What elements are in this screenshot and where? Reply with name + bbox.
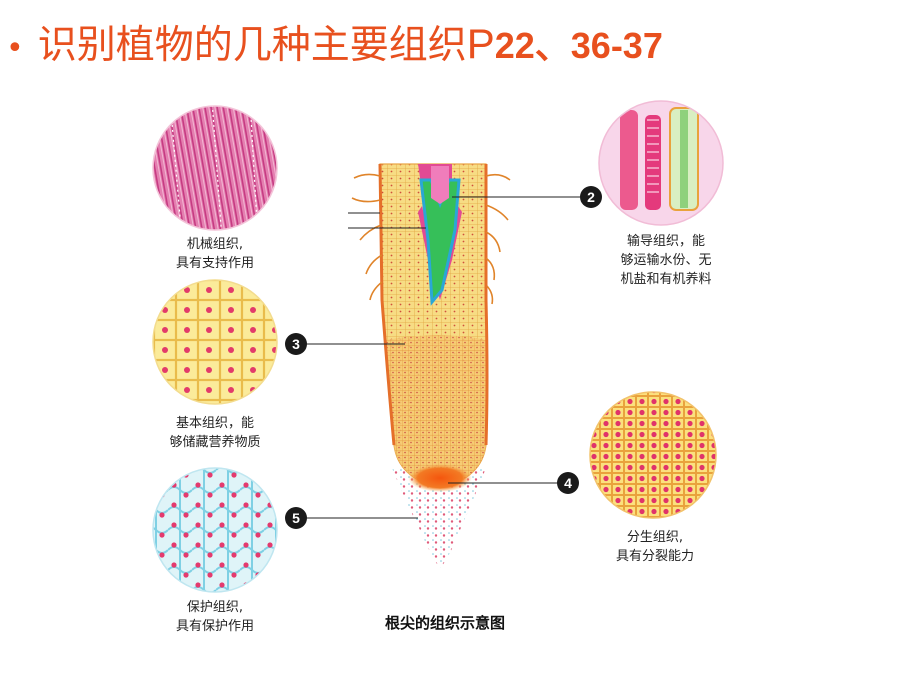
ground-tissue-circle (152, 279, 278, 405)
title-page-letter: P (466, 20, 495, 67)
caption-meristem: 分生组织, 具有分裂能力 (615, 530, 694, 564)
elongation-zone (386, 335, 487, 488)
root-hairs (351, 173, 511, 305)
caption-conducting: 输导组织，能 够运输水份、无 机盐和有机养料 (620, 234, 712, 287)
title-text: 识别植物的几种主要组织 (37, 23, 467, 68)
title-page-numbers: 22、36-37 (494, 25, 663, 66)
marker-2-label: 2 (587, 189, 595, 205)
protective-tissue-circle (152, 467, 278, 593)
caption-ground: 基本组织，能 够储藏营养物质 (169, 416, 261, 450)
root-cap (392, 468, 486, 568)
slide-title: • 识别植物的几种主要组织 P 22、36-37 (6, 14, 663, 70)
marker-4 (557, 472, 579, 494)
root-tip (351, 163, 511, 568)
caption-mechanical: 机械组织, 具有支持作用 (175, 237, 254, 271)
marker-3-label: 3 (292, 336, 300, 352)
bullet-icon: • (6, 31, 24, 66)
marker-5 (285, 507, 307, 529)
diagram-title: 根尖的组织示意图 (384, 614, 505, 632)
leader-lines (306, 196, 580, 519)
apical-meristem (408, 464, 472, 492)
marker-3 (285, 333, 307, 355)
marker-5-label: 5 (292, 510, 300, 526)
marker-2 (580, 186, 602, 208)
conducting-tissue-circle (598, 100, 724, 226)
meristem-tissue-circle (589, 391, 717, 519)
marker-4-label: 4 (564, 475, 572, 491)
mechanical-tissue-circle (152, 105, 278, 231)
caption-protective: 保护组织, 具有保护作用 (175, 600, 254, 634)
